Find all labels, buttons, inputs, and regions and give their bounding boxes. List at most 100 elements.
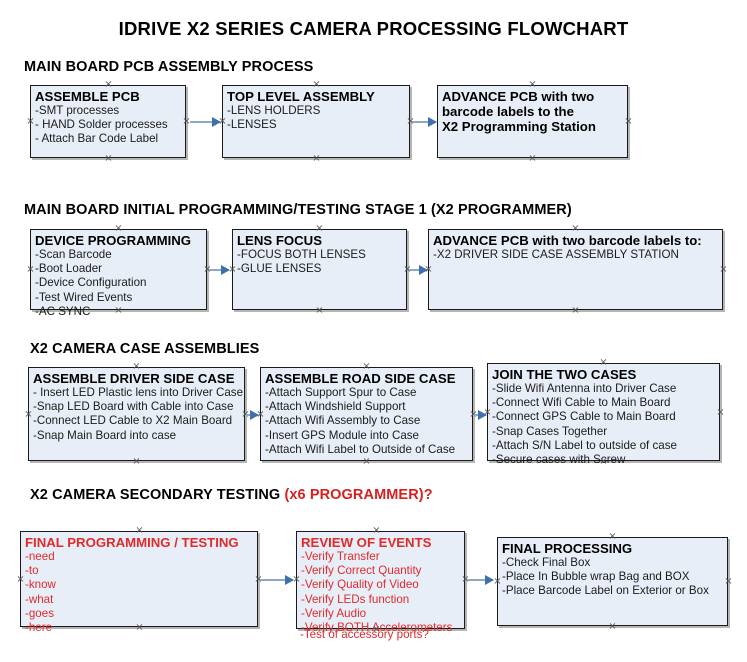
- connection-handle-icon[interactable]: [132, 362, 141, 371]
- connection-handle-icon[interactable]: [315, 224, 324, 233]
- connection-handle-icon[interactable]: [218, 117, 227, 126]
- box-line: -Insert GPS Module into Case: [265, 428, 420, 442]
- box-line: -Connect Wifi Cable to Main Board: [492, 396, 671, 410]
- connection-handle-icon[interactable]: [624, 117, 633, 126]
- process-box-advance-pcb-driver-side-case[interactable]: ADVANCE PCB with two barcode labels to: …: [428, 229, 723, 310]
- connection-handle-icon[interactable]: [528, 80, 537, 89]
- box-line: -Verify LEDs function: [301, 592, 410, 606]
- connection-handle-icon[interactable]: [571, 224, 580, 233]
- box-title: ASSEMBLE ROAD SIDE CASE: [265, 371, 456, 386]
- connection-handle-icon[interactable]: [24, 410, 33, 419]
- box-line: -Attach S/N Label to outside of case: [492, 438, 677, 452]
- connection-handle-icon[interactable]: [571, 306, 580, 315]
- section-heading-text: X2 CAMERA SECONDARY TESTING: [30, 487, 285, 503]
- box-line: -what: [25, 592, 54, 606]
- connection-handle-icon[interactable]: [26, 117, 35, 126]
- connection-handle-icon[interactable]: [483, 408, 492, 417]
- connector-review-of-events-to-final-processing: [467, 575, 494, 585]
- connection-handle-icon[interactable]: [135, 526, 144, 535]
- process-box-review-of-events[interactable]: REVIEW OF EVENTS -Verify Transfer -Verif…: [296, 531, 465, 634]
- arrowhead-icon: [285, 575, 294, 585]
- connection-handle-icon[interactable]: [16, 575, 25, 584]
- process-box-lens-focus[interactable]: LENS FOCUS -FOCUS BOTH LENSES -GLUE LENS…: [232, 229, 407, 310]
- process-box-device-programming[interactable]: DEVICE PROGRAMMING -Scan Barcode -Boot L…: [30, 229, 207, 318]
- box-line: -Snap Cases Together: [492, 424, 608, 438]
- connection-handle-icon[interactable]: [724, 577, 733, 586]
- box-title: ASSEMBLE PCB: [35, 89, 140, 104]
- connection-handle-icon[interactable]: [372, 526, 381, 535]
- connection-handle-icon[interactable]: [424, 265, 433, 274]
- box-title: ADVANCE PCB with two: [442, 89, 595, 104]
- connection-handle-icon[interactable]: [104, 80, 113, 89]
- box-line: -Attach Support Spur to Case: [265, 386, 417, 399]
- connection-handle-icon[interactable]: [114, 306, 123, 315]
- connector-assemble-pcb-to-top-level-assembly: [190, 117, 221, 127]
- process-box-join-the-two-cases[interactable]: JOIN THE TWO CASES -Slide Wifi Antenna i…: [487, 363, 720, 466]
- connection-handle-icon[interactable]: [228, 265, 237, 274]
- connection-handle-icon[interactable]: [719, 265, 728, 274]
- process-box-assemble-driver-side-case[interactable]: ASSEMBLE DRIVER SIDE CASE - Insert LED P…: [28, 367, 245, 461]
- box-line: -Boot Loader: [35, 262, 103, 276]
- box-line: -Place Barcode Label on Exterior or Box: [502, 584, 709, 598]
- box-line: X2 Programming Station: [442, 119, 596, 134]
- process-box-assemble-pcb[interactable]: ASSEMBLE PCB -SMT processes - HAND Solde…: [30, 85, 186, 158]
- connection-handle-icon[interactable]: [716, 408, 725, 417]
- connector-final-programming-to-review-of-events: [260, 575, 294, 585]
- box-line: -Scan Barcode: [35, 248, 112, 261]
- connection-handle-icon[interactable]: [608, 622, 617, 631]
- connection-handle-icon[interactable]: [315, 306, 324, 315]
- section-heading-text: X2 CAMERA CASE ASSEMBLIES: [30, 341, 260, 357]
- box-line: -Verify Audio: [301, 606, 367, 620]
- connection-handle-icon[interactable]: [132, 457, 141, 466]
- process-box-top-level-assembly[interactable]: TOP LEVEL ASSEMBLY -LENS HOLDERS -LENSES: [222, 85, 410, 158]
- connector-device-programming-to-lens-focus: [209, 265, 230, 275]
- box-line: - Attach Bar Code Label: [35, 132, 159, 146]
- box-overflow-line: -Test of accessory ports?: [300, 628, 429, 641]
- box-line: -Slide Wifi Antenna into Driver Case: [492, 382, 677, 395]
- box-title: JOIN THE TWO CASES: [492, 367, 637, 382]
- connection-handle-icon[interactable]: [104, 154, 113, 163]
- connection-handle-icon[interactable]: [114, 224, 123, 233]
- box-title: ASSEMBLE DRIVER SIDE CASE: [33, 371, 235, 386]
- process-box-advance-pcb-programming-station[interactable]: ADVANCE PCB with two barcode labels to t…: [437, 85, 628, 158]
- connection-handle-icon[interactable]: [135, 623, 144, 632]
- box-line: -Verify Correct Quantity: [301, 564, 422, 578]
- box-title: DEVICE PROGRAMMING: [35, 233, 192, 248]
- connection-handle-icon[interactable]: [608, 532, 617, 541]
- box-title: LENS FOCUS: [237, 233, 322, 248]
- connection-handle-icon[interactable]: [312, 154, 321, 163]
- section-heading-x2-camera-case-assemblies: X2 CAMERA CASE ASSEMBLIES: [30, 341, 259, 357]
- process-box-final-programming-testing[interactable]: FINAL PROGRAMMING / TESTING -need -to -k…: [20, 531, 258, 634]
- process-box-assemble-road-side-case[interactable]: ASSEMBLE ROAD SIDE CASE -Attach Support …: [260, 367, 473, 461]
- connection-handle-icon[interactable]: [312, 80, 321, 89]
- box-title: REVIEW OF EVENTS: [301, 535, 432, 550]
- connection-handle-icon[interactable]: [528, 154, 537, 163]
- connection-handle-icon[interactable]: [362, 362, 371, 371]
- arrowhead-icon: [485, 575, 494, 585]
- section-heading-text: MAIN BOARD PCB ASSEMBLY PROCESS: [24, 59, 314, 75]
- box-line: -Test Wired Events: [35, 290, 133, 304]
- box-line: -to: [25, 564, 39, 578]
- box-line: -X2 DRIVER SIDE CASE ASSEMBLY STATION: [433, 248, 679, 261]
- connector-driver-side-to-road-side: [246, 410, 259, 420]
- connection-handle-icon[interactable]: [362, 457, 371, 466]
- connection-handle-icon[interactable]: [372, 625, 381, 634]
- box-line: -Snap Main Board into case: [33, 428, 177, 442]
- box-line: - Insert LED Plastic lens into Driver Ca…: [33, 386, 244, 399]
- box-title: FINAL PROGRAMMING / TESTING: [25, 535, 239, 550]
- process-box-final-processing[interactable]: FINAL PROCESSING -Check Final Box -Place…: [497, 537, 728, 626]
- box-line: -Attach Windshield Support: [265, 400, 406, 414]
- connection-handle-icon[interactable]: [493, 577, 502, 586]
- box-line: -need: [25, 550, 55, 563]
- connection-handle-icon[interactable]: [599, 358, 608, 367]
- connection-handle-icon[interactable]: [599, 457, 608, 466]
- arrowhead-icon: [250, 410, 259, 420]
- box-line: -Place In Bubble wrap Bag and BOX: [502, 570, 690, 584]
- box-line: -Verify Transfer: [301, 550, 380, 563]
- connection-handle-icon[interactable]: [26, 265, 35, 274]
- box-title: FINAL PROCESSING: [502, 541, 633, 556]
- box-line: -Check Final Box: [502, 556, 591, 569]
- connection-handle-icon[interactable]: [256, 410, 265, 419]
- connection-handle-icon[interactable]: [292, 575, 301, 584]
